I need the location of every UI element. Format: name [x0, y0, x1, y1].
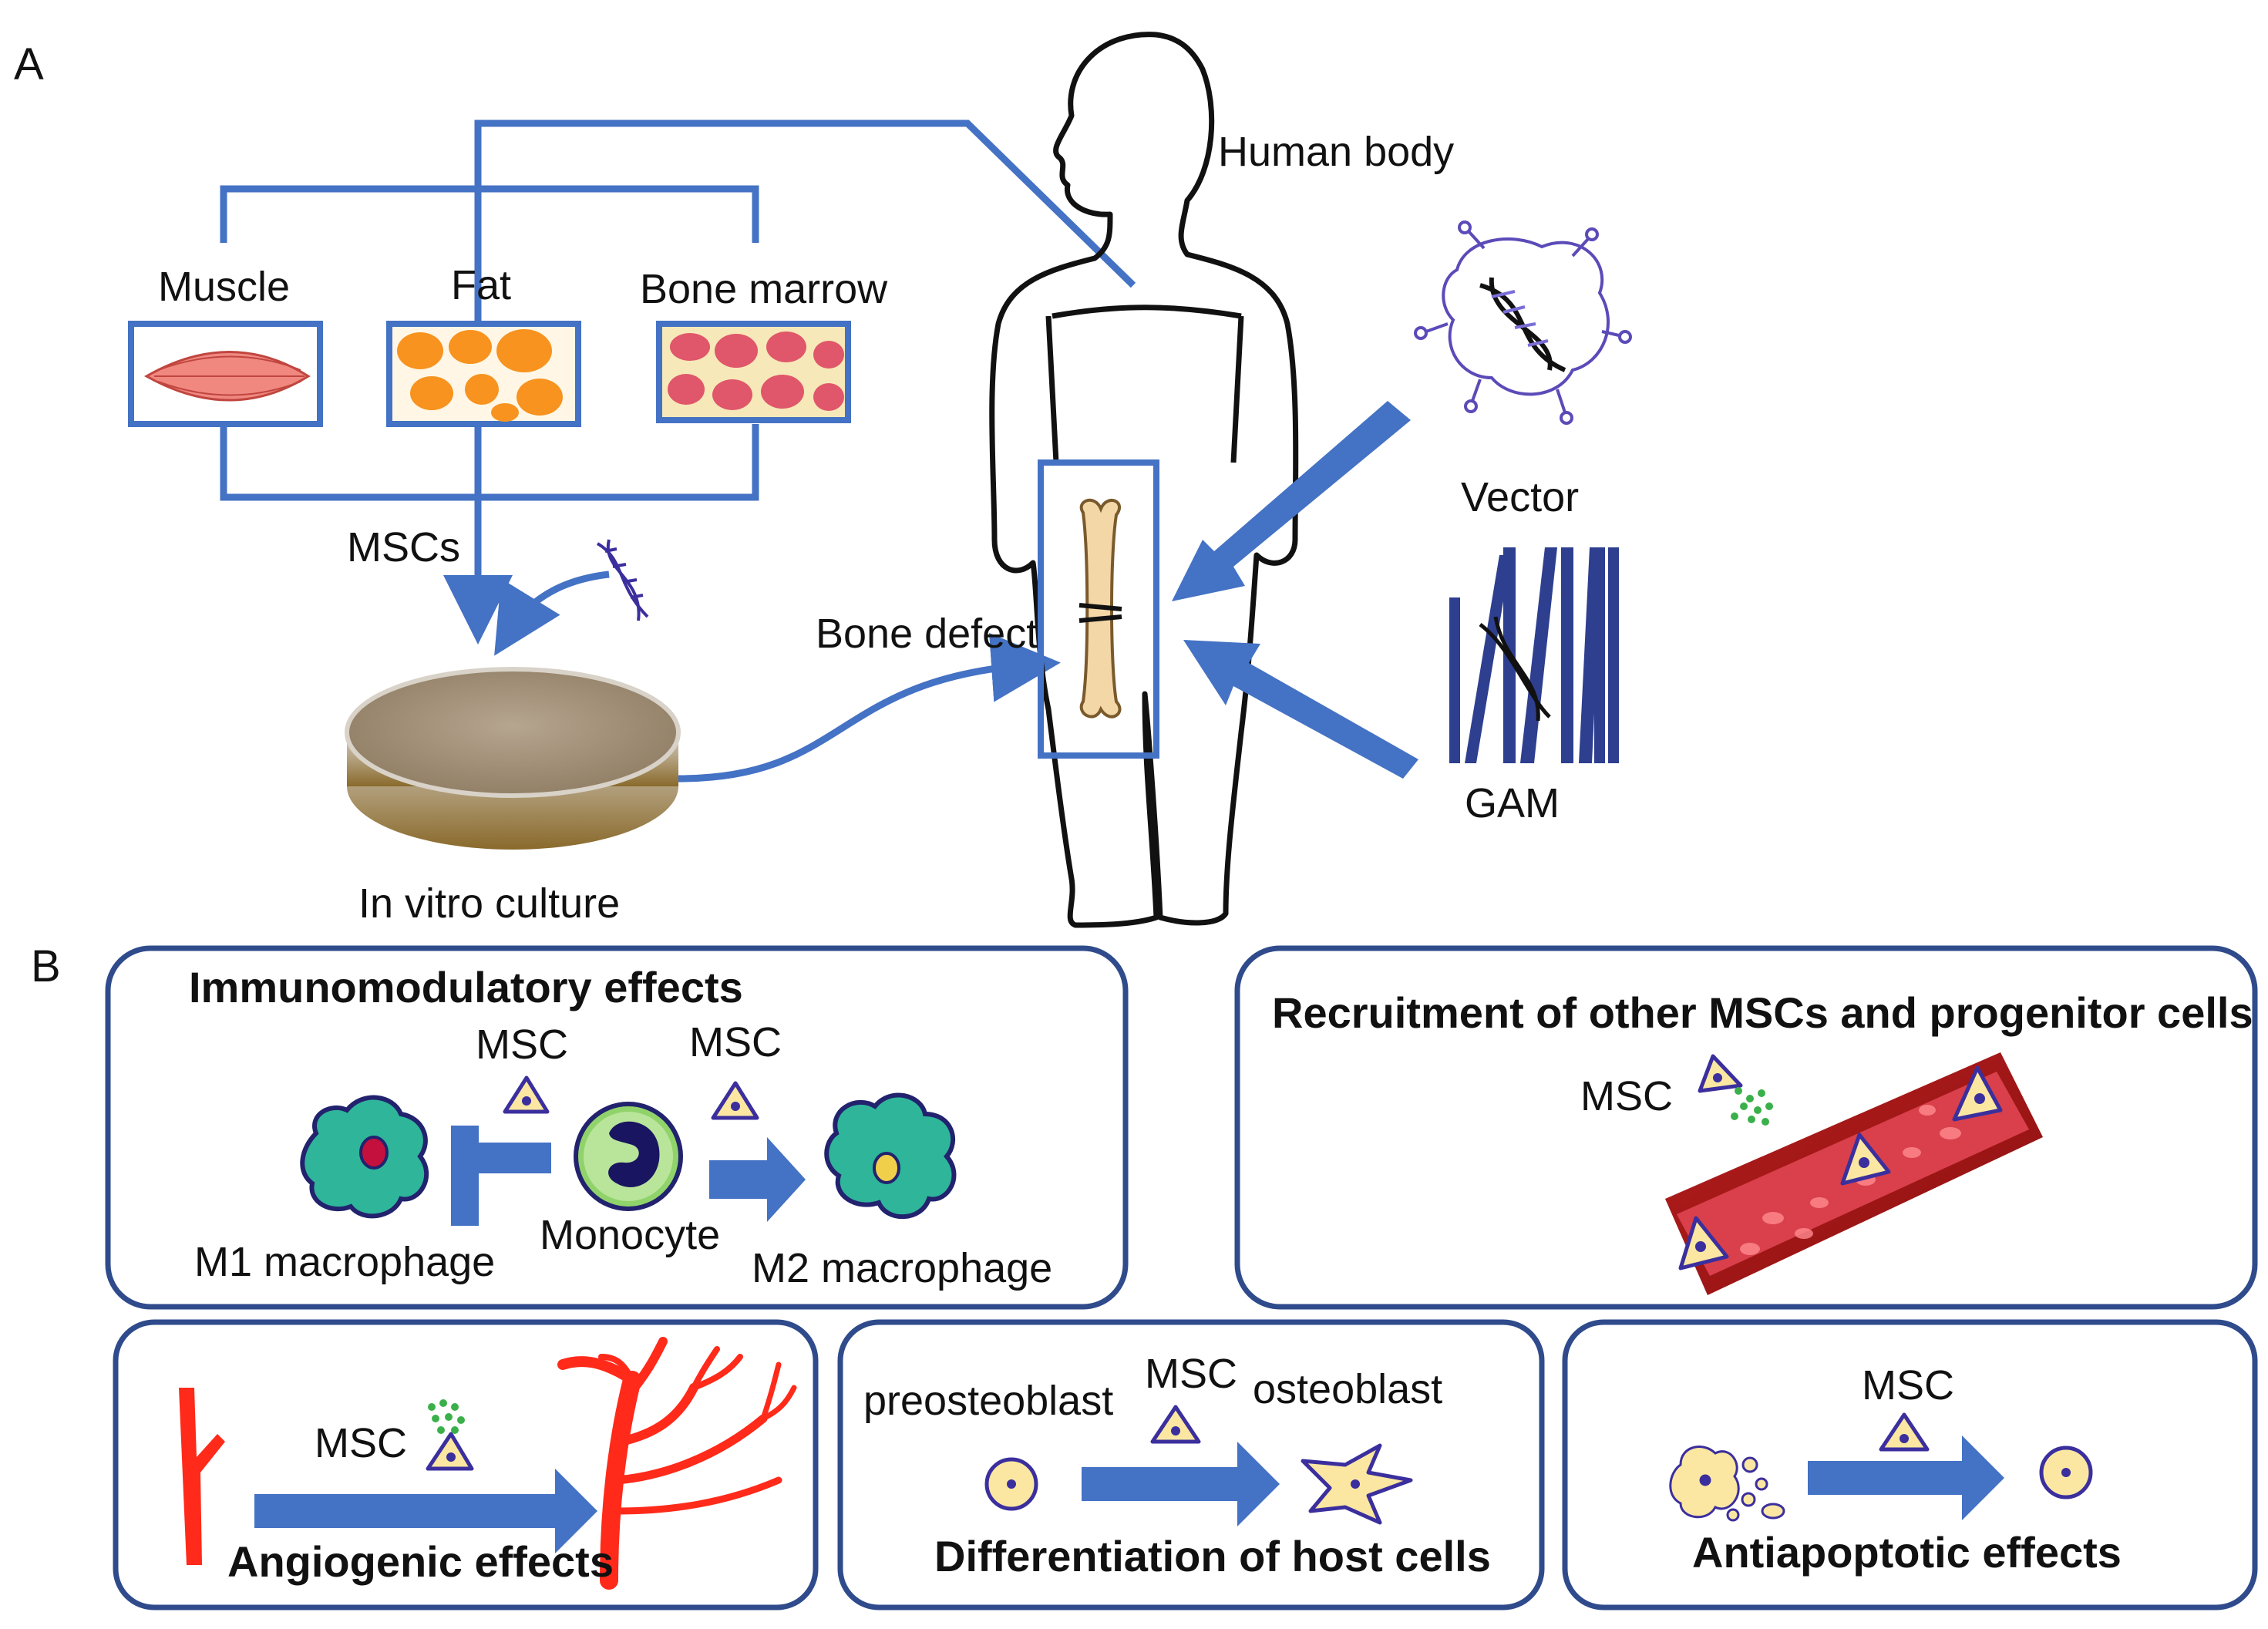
vector-label: Vector [1461, 474, 1579, 520]
panel-a-letter: A [14, 39, 44, 89]
antiapoptotic-box [1562, 1319, 2258, 1610]
msc-cell-icon [1698, 1054, 1743, 1093]
antiapoptotic-title: Antiapoptotic effects [1692, 1528, 2122, 1577]
tissue-connector-lines [220, 119, 1136, 783]
m1-macrophage-label: M1 macrophage [194, 1239, 495, 1285]
small-vessel-icon [179, 1388, 225, 1565]
muscle-tissue-box [128, 321, 323, 427]
recruitment-title: Recruitment of other MSCs and progenitor… [1272, 988, 2253, 1037]
differentiation-arrow [1082, 1442, 1280, 1526]
muscle-label: Muscle [158, 264, 290, 310]
m2-macrophage-label: M2 macrophage [752, 1245, 1052, 1291]
healthy-cell-icon [2039, 1446, 2093, 1499]
angiogenesis-arrow [254, 1469, 597, 1553]
angiogenic-box [113, 1319, 819, 1610]
differentiation-box [837, 1319, 1545, 1610]
secreted-factors-dots [1731, 1087, 1773, 1126]
inhibit-arrow [451, 1126, 551, 1226]
vector-delivery-arrow [1172, 401, 1411, 601]
bone-defect-box [1038, 459, 1159, 759]
vector-virus-icon [1414, 220, 1632, 425]
bone-defect-label: Bone defect [816, 611, 1038, 657]
activation-arrow [709, 1137, 806, 1222]
differentiation-msc-label: MSC [1145, 1351, 1237, 1397]
secreted-factors-dots [428, 1399, 465, 1434]
in-vitro-culture-label: In vitro culture [358, 880, 620, 927]
osteoblast-cell-icon [1301, 1443, 1413, 1525]
fat-tissue-box [386, 321, 581, 427]
msc-cell-icon [503, 1075, 550, 1114]
msc-cell-icon [1150, 1405, 1201, 1444]
angiogenic-msc-label: MSC [315, 1420, 407, 1466]
osteoblast-label: osteoblast [1253, 1366, 1442, 1412]
recruitment-box [1234, 945, 2258, 1310]
preosteoblast-cell-icon [984, 1457, 1038, 1511]
dna-icon [596, 539, 649, 621]
msc-cell-icon [711, 1081, 759, 1120]
branched-vessel-icon [557, 1337, 797, 1590]
monocyte-label: Monocyte [540, 1212, 720, 1258]
fat-label: Fat [451, 262, 511, 308]
panel-b-letter: B [31, 941, 61, 991]
human-body-label: Human body [1218, 129, 1454, 175]
bone-marrow-tissue-box [656, 321, 851, 423]
antiapoptosis-arrow [1808, 1435, 2004, 1520]
m1-macrophage-icon [300, 1095, 429, 1219]
msc-cell-icon [426, 1432, 474, 1471]
recruitment-msc-label: MSC [1580, 1073, 1673, 1119]
immunomodulatory-box [105, 945, 1129, 1310]
msc-cell-icon [1879, 1412, 1930, 1452]
antiapoptotic-msc-label: MSC [1862, 1362, 1954, 1409]
monocyte-icon [574, 1102, 683, 1211]
angiogenic-title: Angiogenic effects [227, 1537, 614, 1586]
petri-dish-icon [345, 667, 681, 850]
preosteoblast-label: preosteoblast [863, 1378, 1113, 1424]
human-body-silhouette [989, 32, 1299, 928]
mscs-label: MSCs [347, 524, 460, 570]
m2-macrophage-icon [824, 1092, 957, 1220]
gam-delivery-arrow [1183, 640, 1418, 779]
immuno-msc-right-label: MSC [689, 1019, 782, 1065]
gam-scaffold-icon [1449, 547, 1619, 763]
immuno-msc-left-label: MSC [476, 1021, 568, 1068]
bone-marrow-label: Bone marrow [640, 266, 888, 312]
immuno-title: Immunomodulatory effects [189, 963, 743, 1011]
differentiation-title: Differentiation of host cells [934, 1532, 1491, 1580]
gam-label: GAM [1465, 780, 1560, 826]
apoptotic-cell-icon [1669, 1446, 1785, 1522]
blood-vessel-icon [1665, 1052, 2043, 1295]
